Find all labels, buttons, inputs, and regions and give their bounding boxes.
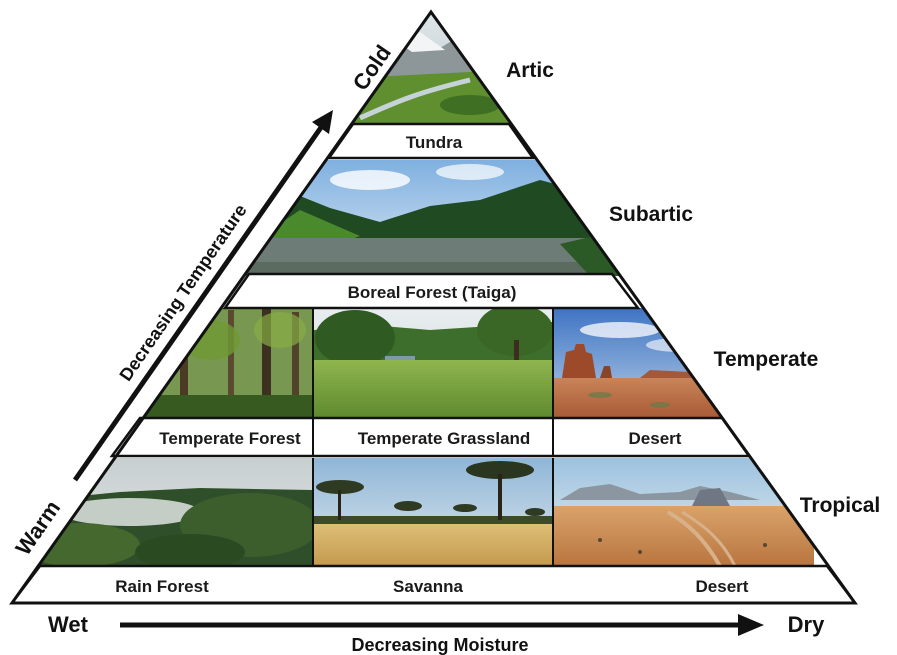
temperate-desert-label: Desert <box>629 429 682 448</box>
tropical-desert-label: Desert <box>696 577 749 596</box>
boreal-band <box>222 272 641 310</box>
temperate-desert-photo <box>554 308 734 418</box>
zone-temperate-label: Temperate <box>714 348 819 371</box>
moisture-dry-label: Dry <box>788 612 825 637</box>
moisture-axis-title: Decreasing Moisture <box>351 635 528 655</box>
boreal-forest-photo <box>240 160 620 276</box>
pyramid-outline <box>9 9 858 605</box>
rain-forest-photo <box>20 458 320 570</box>
moisture-wet-label: Wet <box>48 612 89 637</box>
boreal-forest-label: Boreal Forest (Taiga) <box>348 283 517 302</box>
temperate-grassland-label: Temperate Grassland <box>358 429 531 448</box>
temperate-forest-label: Temperate Forest <box>159 429 301 448</box>
tropical-desert-photo <box>554 458 814 567</box>
temperate-grassland-photo <box>314 304 553 418</box>
rain-forest-label: Rain Forest <box>115 577 209 596</box>
temperature-arrowhead <box>312 110 333 134</box>
temperature-arrow-shaft <box>72 124 325 482</box>
savanna-photo <box>314 458 552 566</box>
zone-tropical-label: Tropical <box>800 494 881 517</box>
zone-artic-label: Artic <box>506 59 554 82</box>
tundra-label: Tundra <box>406 133 463 152</box>
moisture-arrowhead <box>738 614 764 636</box>
zone-subartic-label: Subartic <box>609 203 693 226</box>
savanna-label: Savanna <box>393 577 463 596</box>
